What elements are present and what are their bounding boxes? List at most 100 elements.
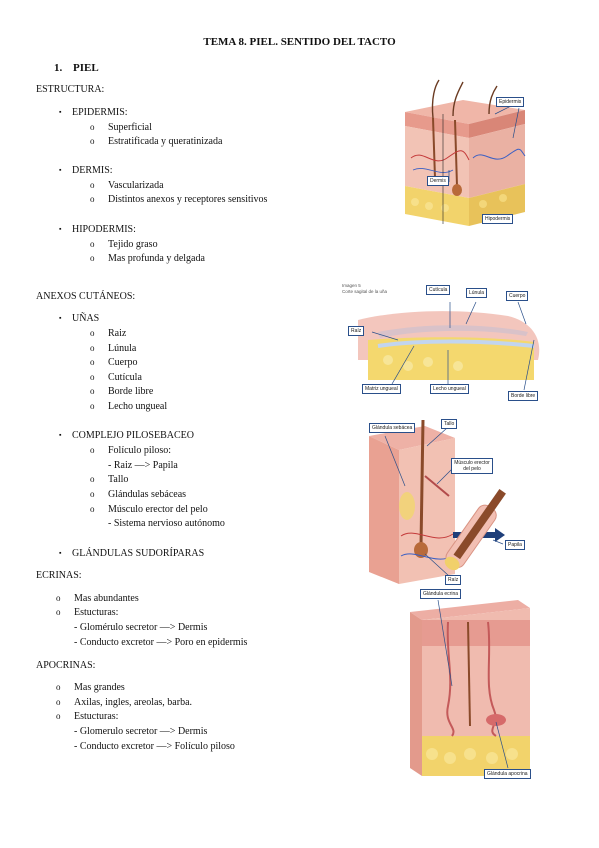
label-matriz: Matriz ungueal <box>362 384 401 394</box>
item-label: Cuerpo <box>108 357 138 368</box>
square-bullet: ▪ <box>59 108 62 116</box>
apocrinas-heading: APOCRINAS: <box>36 660 96 671</box>
label-cuticula: Cutícula <box>426 285 451 295</box>
item-label: Mas abundantes <box>74 593 139 604</box>
nail-caption-1: Imagen 5 <box>342 283 361 288</box>
nail-illustration <box>358 301 540 391</box>
list-item: ▪COMPLEJO PILOSEBACEO <box>59 430 194 441</box>
square-bullet: ▪ <box>59 431 62 439</box>
square-bullet: ▪ <box>59 549 62 557</box>
item-label: Lúnula <box>108 343 137 354</box>
label-glandula-ecrina: Glándula ecrina <box>420 589 462 599</box>
list-item: - Glomérulo secretor —> Dermis <box>74 622 208 633</box>
list-item: o Raiz <box>90 328 126 339</box>
circle-bullet: o <box>90 372 95 382</box>
pilosebaceous-figure: Glándula sebácea Tallo Músculo erector d… <box>365 416 537 588</box>
circle-bullet: o <box>90 489 95 499</box>
anexos-heading: ANEXOS CUTÁNEOS: <box>36 291 136 302</box>
label-musculo-erector: Músculo erector del pelo <box>451 458 493 474</box>
list-item: o Lecho ungueal <box>90 401 167 412</box>
item-label: Mas profunda y delgada <box>108 253 205 264</box>
item-label: Folículo piloso: <box>108 445 172 456</box>
section-label: PIEL <box>73 62 99 74</box>
circle-bullet: o <box>90 239 95 249</box>
circle-bullet: o <box>56 593 61 603</box>
square-bullet: ▪ <box>59 166 62 174</box>
item-label: Tejido graso <box>108 239 158 250</box>
label-glandula-apocrina: Glándula apocrina <box>484 769 531 779</box>
list-item: o Folículo piloso: <box>90 445 171 456</box>
sweat-gland-figure: Glándula ecrina Glándula apocrina <box>408 586 532 782</box>
item-label: Tallo <box>108 474 129 485</box>
label-papila: Papila <box>505 540 525 550</box>
list-item: ▪ DERMIS: <box>59 165 113 176</box>
label-lecho: Lecho ungueal <box>430 384 469 394</box>
list-item: - Conducto excretor —> Poro en epidermis <box>74 637 248 648</box>
ecrinas-heading: ECRINAS: <box>36 570 82 581</box>
list-item: o Mas profunda y delgada <box>90 253 205 264</box>
list-item: ▪HIPODERMIS: <box>59 224 136 235</box>
list-item: o Vascularizada <box>90 180 164 191</box>
pilosebaceous-illustration <box>369 419 506 584</box>
item-label: Distintos anexos y receptores sensitivos <box>108 194 268 205</box>
circle-bullet: o <box>90 445 95 455</box>
circle-bullet: o <box>90 122 95 132</box>
section-heading-piel: 1.PIEL <box>54 62 99 74</box>
page-title: TEMA 8. PIEL. SENTIDO DEL TACTO <box>203 36 396 48</box>
item-label: DERMIS: <box>72 165 113 176</box>
list-item: o Tejido graso <box>90 239 158 250</box>
circle-bullet: o <box>90 180 95 190</box>
item-label: Lecho ungueal <box>108 401 168 412</box>
item-label: Cutícula <box>108 372 142 383</box>
circle-bullet: o <box>56 711 61 721</box>
label-epidermis: Epidermis <box>496 97 525 107</box>
circle-bullet: o <box>90 328 95 338</box>
item-label: Borde libre <box>108 386 154 397</box>
circle-bullet: o <box>90 474 95 484</box>
skin-structure-figure: Epidermis Dermis Hipodermis <box>403 78 531 230</box>
item-label: GLÁNDULAS SUDORÍPARAS <box>72 548 205 559</box>
circle-bullet: o <box>90 357 95 367</box>
item-label: Axilas, ingles, areolas, barba. <box>74 697 193 708</box>
label-lunula: Lúnula <box>466 288 488 298</box>
list-item: o Superficial <box>90 122 152 133</box>
list-item: o Músculo erector del pelo <box>90 504 208 515</box>
list-item: ▪ GLÁNDULAS SUDORÍPARAS <box>59 548 204 559</box>
list-item: - Glomerulo secretor —> Dermis <box>74 726 208 737</box>
list-item: - Conducto excretor —> Folículo piloso <box>74 741 235 752</box>
label-cuerpo: Cuerpo <box>506 291 529 301</box>
label-borde: Borde libre <box>508 391 539 401</box>
square-bullet: ▪ <box>59 314 62 322</box>
nail-caption-2: Corte sagital de la uña <box>342 289 388 294</box>
list-item: o Borde libre <box>90 386 153 397</box>
item-label: Glándulas sebáceas <box>108 489 187 500</box>
item-label: Estucturas: <box>74 711 119 722</box>
item-label: Músculo erector del pelo <box>108 504 208 515</box>
list-item: o Cuerpo <box>90 357 137 368</box>
circle-bullet: o <box>90 401 95 411</box>
item-label: UÑAS <box>72 313 100 324</box>
circle-bullet: o <box>90 386 95 396</box>
circle-bullet: o <box>90 504 95 514</box>
estructura-heading: ESTRUCTURA: <box>36 84 105 95</box>
item-label: Mas grandes <box>74 682 125 693</box>
item-label: HIPODERMIS: <box>72 224 136 235</box>
circle-bullet: o <box>56 607 61 617</box>
list-item: ▪EPIDERMIS: <box>59 107 128 118</box>
circle-bullet: o <box>90 343 95 353</box>
circle-bullet: o <box>90 253 95 263</box>
item-label: Raiz <box>108 328 127 339</box>
item-label: Superficial <box>108 122 152 133</box>
label-raiz-pelo: Raíz <box>445 575 462 585</box>
label-tallo: Tallo <box>441 419 458 429</box>
list-item: o Glándulas sebáceas <box>90 489 186 500</box>
list-item: o Cutícula <box>90 372 142 383</box>
circle-bullet: o <box>90 136 95 146</box>
list-item: o Estucturas: <box>56 711 118 722</box>
item-label: Vascularizada <box>108 180 164 191</box>
nail-figure: Imagen 5 Corte sagital de la uña Cutícul… <box>338 280 548 405</box>
list-item: o Mas abundantes <box>56 593 139 604</box>
